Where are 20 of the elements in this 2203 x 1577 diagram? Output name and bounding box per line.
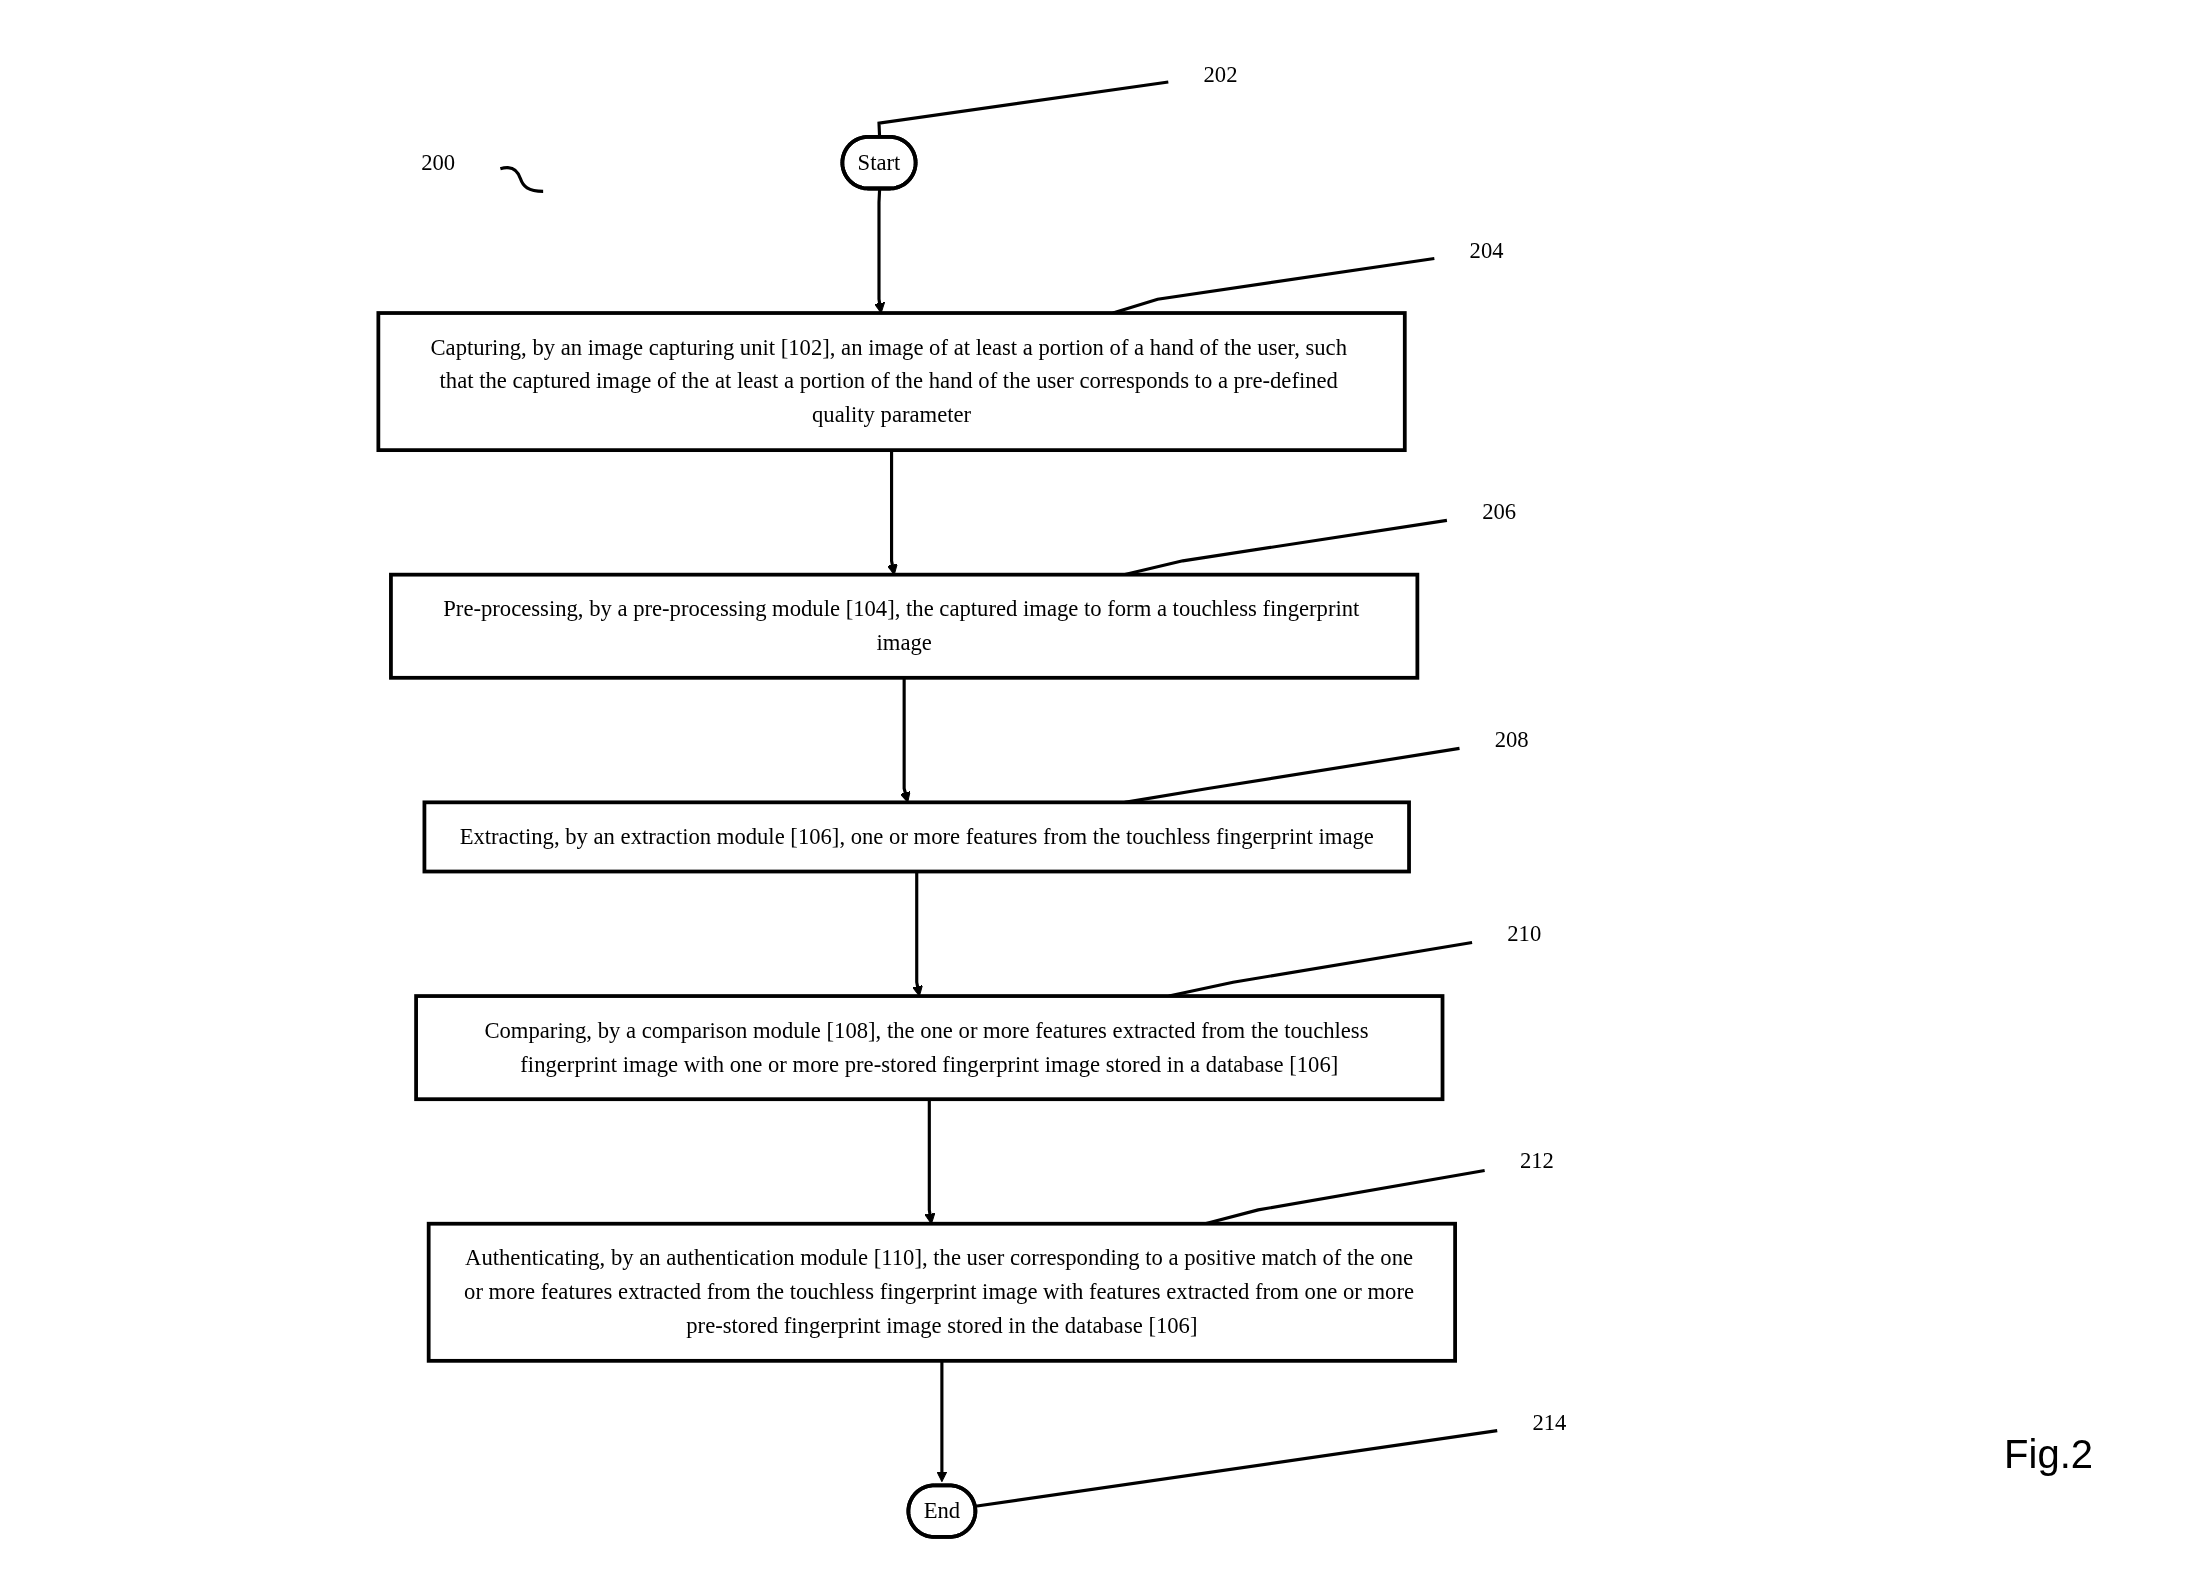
leader-line: [500, 166, 544, 193]
node-text: 206: [1482, 499, 1517, 525]
arrow: [899, 677, 911, 803]
node-box: Pre-processing, by a pre-processing module [104], the captured image to form a touchless fingerprint image: [389, 572, 1420, 680]
arrow: [912, 871, 923, 997]
node-text: 214: [1532, 1409, 1567, 1436]
node-text: 210: [1507, 920, 1542, 946]
node-text: 212: [1519, 1148, 1554, 1174]
figure-caption: Fig.2: [2004, 1432, 2093, 1477]
arrow: [874, 189, 886, 314]
node-box: Comparing, by a comparison module [108], the one or more features extracted from the touchless fingerprint image with one or more pre-stored fingerprint image stored in a database [106]: [414, 994, 1445, 1102]
node-text: 204: [1469, 237, 1504, 263]
node-box: Capturing, by an image capturing unit [102], an image of at least a portion of a hand of the user, such that the captured image of the at least a portion of the hand of the user corresponds to a pre-defined quality parameter: [376, 311, 1407, 452]
node-box: Authenticating, by an authentication module [110], the user corresponding to a positive match of the one or more features extracted from the touchless fingerprint image with features extracted from one or more pre-stored fingerprint image stored in the database [106]: [426, 1221, 1457, 1363]
node-box: Extracting, by an extraction module [106], one or more features from the touchless fingerprint image: [422, 800, 1411, 874]
connector: [975, 1429, 1498, 1508]
node-text: 208: [1494, 726, 1529, 753]
arrow: [936, 1360, 948, 1483]
node-text: 200: [421, 149, 456, 175]
node-text: 202: [1203, 61, 1238, 87]
